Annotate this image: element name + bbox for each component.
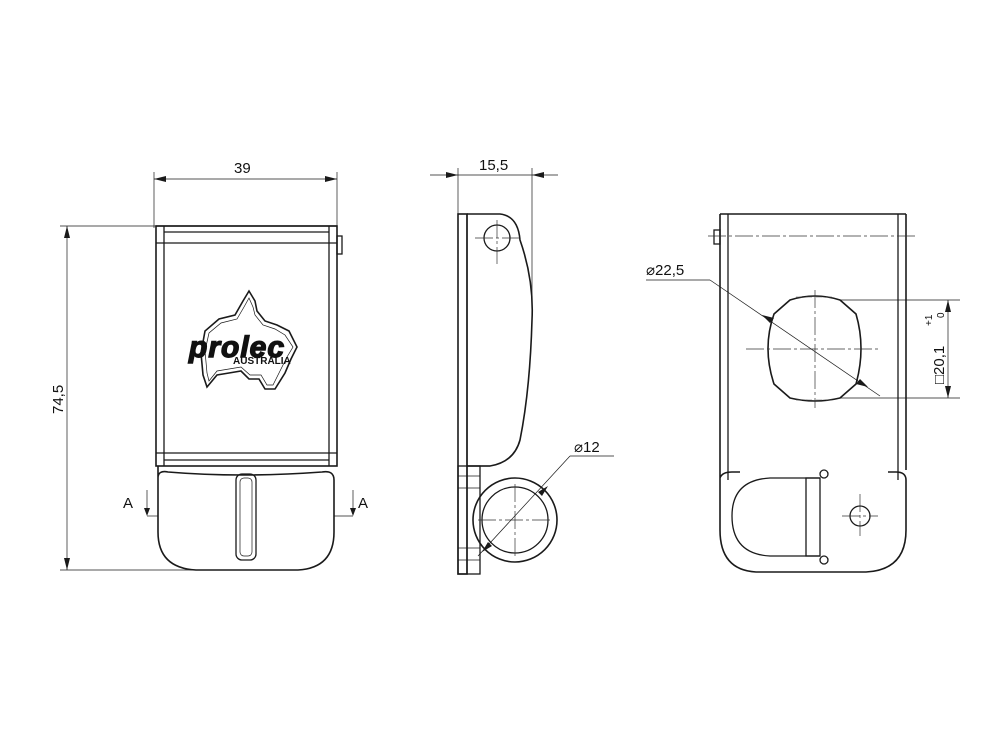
- dim-pin-diameter-12: ⌀12: [477, 439, 614, 557]
- dim-tol-upper: +1: [924, 314, 935, 326]
- dim-hole-text: ⌀22,5: [646, 262, 684, 279]
- dim-height-text: 74,5: [50, 385, 67, 414]
- dim-width-39: 39: [153, 160, 338, 228]
- section-mark-right: A: [358, 495, 368, 512]
- side-view: 15,5 ⌀12: [430, 157, 614, 575]
- rear-view: ⌀22,5 □20,1 +1 0: [646, 213, 960, 573]
- dim-square-20-1: □20,1 +1 0: [840, 299, 960, 399]
- logo-main-text: prolec: [188, 331, 285, 364]
- logo-sub-text: AUSTRALIA: [233, 356, 291, 367]
- dim-depth-15-5: 15,5: [430, 157, 558, 320]
- dim-depth-text: 15,5: [479, 157, 508, 174]
- dim-pin-text: ⌀12: [574, 439, 600, 456]
- dim-height-74-5: 74,5: [50, 225, 196, 571]
- prolec-logo: prolec AUSTRALIA: [187, 289, 298, 390]
- dim-tol-lower: 0: [936, 312, 947, 318]
- section-mark-left: A: [123, 495, 133, 512]
- dim-hole-diameter-22-5: ⌀22,5: [646, 262, 881, 397]
- dim-square-text: □20,1: [931, 346, 948, 384]
- front-view: prolec AUSTRALIA A A 39 74,5: [50, 160, 368, 571]
- dim-width-text: 39: [234, 160, 251, 177]
